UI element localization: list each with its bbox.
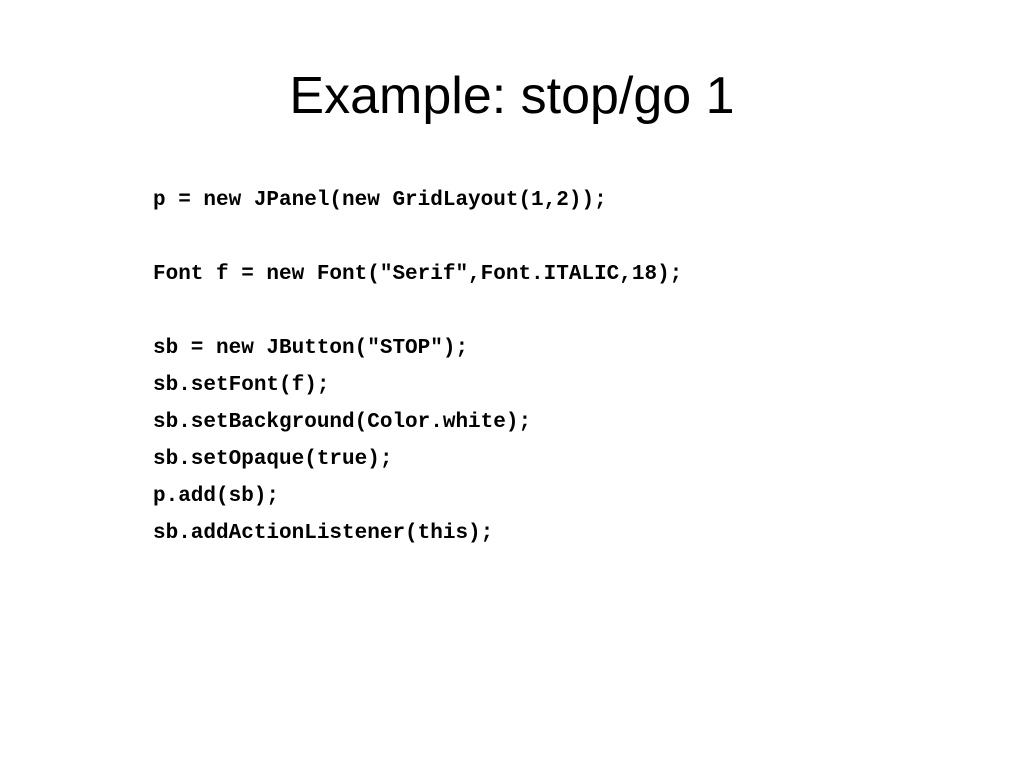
code-line-blank [153, 219, 682, 256]
code-line: p = new JPanel(new GridLayout(1,2)); [153, 189, 607, 212]
code-block: p = new JPanel(new GridLayout(1,2)); Fon… [153, 182, 682, 552]
code-line: Font f = new Font("Serif",Font.ITALIC,18… [153, 263, 683, 286]
code-line-blank [153, 293, 682, 330]
code-line: sb.setBackground(Color.white); [153, 411, 532, 434]
code-line: sb = new JButton("STOP"); [153, 337, 469, 360]
slide-title: Example: stop/go 1 [289, 67, 735, 125]
code-line: p.add(sb); [153, 485, 280, 508]
code-line: sb.addActionListener(this); [153, 522, 494, 545]
code-line: sb.setFont(f); [153, 374, 330, 397]
code-line: sb.setOpaque(true); [153, 448, 393, 471]
